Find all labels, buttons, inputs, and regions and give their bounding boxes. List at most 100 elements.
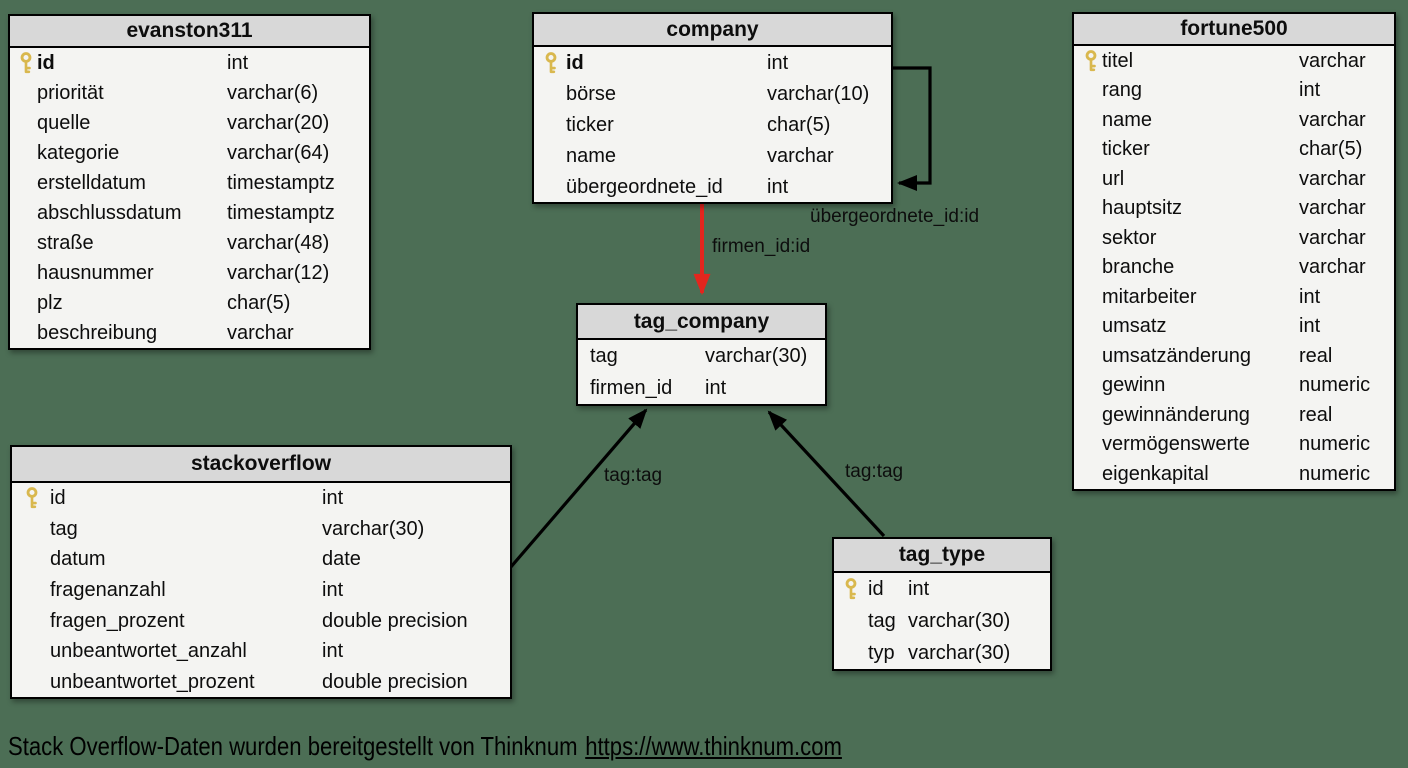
column-type: char(5)	[227, 292, 291, 314]
relationship-label-company-self: übergeordnete_id:id	[810, 206, 980, 227]
column-row: datum date	[12, 544, 510, 575]
column-name: typ	[868, 642, 895, 664]
column-name: titel	[1102, 49, 1134, 72]
column-name: tag	[868, 610, 896, 632]
column-type: date	[322, 548, 361, 571]
column-name: erstelldatum	[37, 172, 146, 194]
column-name: hauptsitz	[1102, 197, 1183, 220]
column-type: varchar	[1299, 226, 1366, 249]
column-name: unbeantwortet_prozent	[50, 670, 255, 693]
column-type: varchar(10)	[767, 82, 870, 105]
key-icon	[20, 52, 32, 74]
column-type: int	[767, 51, 789, 74]
column-type: varchar(64)	[227, 142, 330, 164]
table-title-company: company	[534, 14, 891, 47]
column-type: int	[1299, 285, 1321, 308]
column-name: umsatzänderung	[1102, 344, 1251, 367]
column-name: fragenanzahl	[50, 579, 166, 602]
column-type: varchar(30)	[705, 345, 808, 367]
column-row: url varchar	[1074, 164, 1394, 194]
column-type: int	[322, 579, 344, 602]
column-type: numeric	[1299, 462, 1371, 485]
column-name: id	[868, 578, 884, 600]
column-name: priorität	[37, 82, 104, 104]
column-name: plz	[37, 292, 63, 314]
relationship-label-stackoverflow-tag_company: tag:tag	[604, 465, 663, 486]
column-row: börse varchar(10)	[534, 78, 891, 109]
column-type: int	[322, 487, 344, 510]
column-row: vermögenswerte numeric	[1074, 430, 1394, 460]
column-type: int	[1299, 315, 1321, 338]
column-type: varchar(48)	[227, 232, 330, 254]
relationship-label-company-tag_company: firmen_id:id	[712, 236, 811, 257]
table-title-tag_company: tag_company	[578, 305, 825, 340]
column-type: varchar	[1299, 49, 1366, 72]
column-type: int	[1299, 79, 1321, 102]
column-row: titel varchar	[1074, 46, 1394, 76]
column-type: timestamptz	[227, 202, 335, 224]
table-title-stackoverflow: stackoverflow	[12, 447, 510, 483]
arrow-stackoverflow-to-tag-company	[508, 408, 648, 570]
column-name: hausnummer	[37, 262, 154, 284]
column-row: erstelldatum timestamptz	[10, 168, 369, 198]
arrow-company-self	[893, 66, 932, 191]
column-name: vermögenswerte	[1102, 433, 1250, 456]
column-type: varchar(20)	[227, 112, 330, 134]
footer-thinknum-link[interactable]: https://www.thinknum.com	[585, 731, 842, 761]
column-name: name	[566, 144, 617, 167]
column-name: quelle	[37, 112, 91, 134]
column-name: fragen_prozent	[50, 609, 185, 632]
column-type: varchar(6)	[227, 82, 319, 104]
column-type: varchar	[767, 144, 834, 167]
column-type: varchar	[227, 322, 294, 344]
column-name: börse	[566, 82, 617, 105]
column-name: ticker	[1102, 138, 1150, 161]
column-name: id	[566, 51, 584, 74]
key-icon	[1085, 49, 1097, 71]
column-name: datum	[50, 548, 106, 571]
column-row: priorität varchar(6)	[10, 78, 369, 108]
column-type: numeric	[1299, 433, 1371, 456]
column-name: mitarbeiter	[1102, 285, 1197, 308]
column-row: plz char(5)	[10, 288, 369, 318]
column-type: varchar	[1299, 167, 1366, 190]
key-icon	[845, 578, 857, 600]
column-name: gewinn	[1102, 374, 1166, 397]
column-name: umsatz	[1102, 315, 1167, 338]
column-type: timestamptz	[227, 172, 335, 194]
footer-credit: Stack Overflow-Daten wurden bereitgestel…	[8, 731, 842, 762]
column-type: double precision	[322, 609, 468, 632]
column-name: firmen_id	[590, 377, 673, 399]
key-icon	[545, 51, 557, 73]
column-name: ticker	[566, 113, 614, 136]
column-type: varchar	[1299, 256, 1366, 279]
column-name: branche	[1102, 256, 1175, 279]
column-name: url	[1102, 167, 1125, 190]
column-row: umsatz int	[1074, 312, 1394, 342]
column-type: int	[908, 578, 930, 600]
column-row: fragen_prozent double precision	[12, 605, 510, 636]
column-name: unbeantwortet_anzahl	[50, 640, 247, 663]
column-name: tag	[590, 345, 618, 367]
